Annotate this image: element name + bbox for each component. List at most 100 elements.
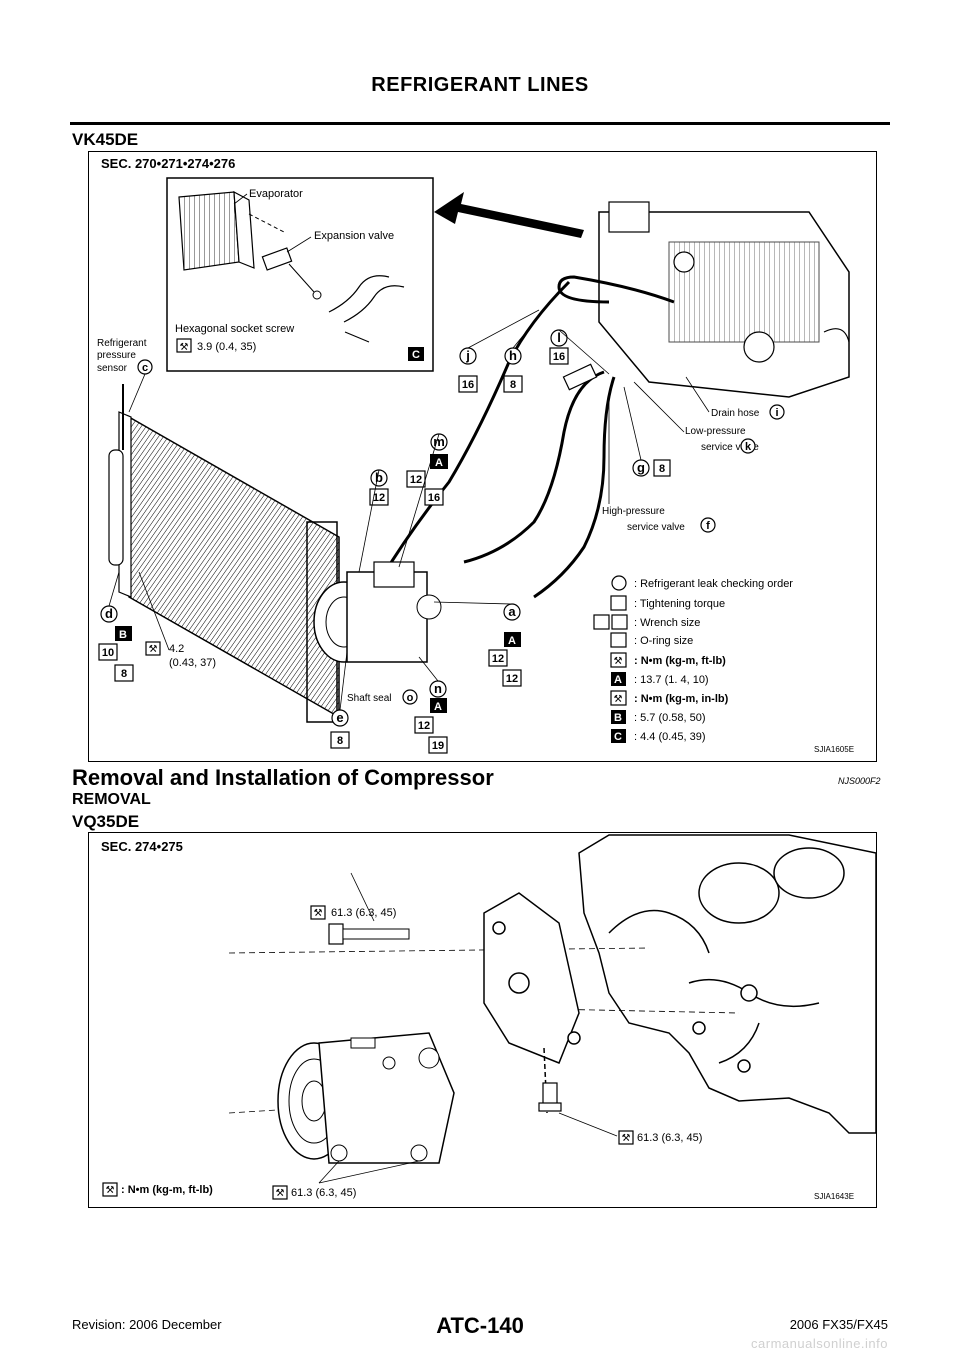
drain-hose-label: Drain hose — [711, 408, 760, 419]
direction-arrow — [434, 192, 584, 238]
box-8-g: 8 — [659, 463, 665, 475]
torque-42-icon: ⚒ — [149, 644, 158, 655]
inset-torque-value: 3.9 (0.4, 35) — [197, 341, 256, 353]
inset-evaporator-label: Evaporator — [249, 188, 303, 200]
inset-torque-letter: C — [412, 349, 420, 361]
torque-icon-right: ⚒ — [622, 1133, 631, 1144]
engine-label-vq35de: VQ35DE — [72, 812, 140, 831]
legend-item-4: : N•m (kg-m, ft-lb) — [634, 655, 726, 667]
figure-vq35de-compressor: SEC. 274•275 — [88, 832, 877, 1208]
callout-b: b — [375, 470, 383, 485]
sensor-label-line2: pressure — [97, 350, 136, 361]
condenser-drawing — [108, 384, 340, 723]
section-title: Removal and Installation of Compressor — [72, 765, 494, 790]
footer-watermark: carmanualsonline.info — [751, 1336, 888, 1351]
box-A-1: A — [435, 457, 443, 469]
low-pressure-label-1: Low-pressure — [685, 426, 746, 437]
callout-n: n — [434, 681, 442, 696]
low-pressure-label-2: service valve — [701, 442, 759, 453]
sensor-label-line1: Refrigerant — [97, 338, 147, 349]
sensor-callout-letter: c — [142, 362, 148, 374]
box-8-b: 8 — [121, 668, 127, 680]
box-16-c: 16 — [428, 492, 440, 504]
sec-number: SEC. 270•271•274•276 — [101, 156, 235, 171]
legend-item-3: : O-ring size — [634, 635, 693, 647]
box-12-c: 12 — [492, 653, 504, 665]
box-12-e: 12 — [418, 720, 430, 732]
callout-e: e — [336, 710, 343, 725]
callout-g: g — [637, 460, 645, 475]
torque-wrench-icon: ⚒ — [180, 342, 189, 353]
torque-icon-top: ⚒ — [314, 908, 323, 919]
box-12-a: 12 — [410, 474, 422, 486]
high-pressure-label-1: High-pressure — [602, 506, 665, 517]
subsection-removal: REMOVAL — [72, 791, 151, 808]
callout-d: d — [105, 606, 113, 621]
header-rule — [70, 122, 890, 125]
inset-expansion-valve-label: Expansion valve — [314, 230, 394, 242]
callout-j: j — [465, 348, 470, 363]
legend-torque-icon-1: ⚒ — [614, 656, 623, 667]
sec-number-2: SEC. 274•275 — [101, 839, 183, 854]
legend-item-6: : N•m (kg-m, in-lb) — [634, 693, 729, 705]
box-16-a: 16 — [462, 379, 474, 391]
unit-torque-icon: ⚒ — [106, 1185, 115, 1196]
shaft-seal-label: Shaft seal — [347, 693, 391, 704]
box-8-c: 8 — [337, 735, 343, 747]
torque-42-sub: (0.43, 37) — [169, 657, 216, 669]
legend-item-2: : Wrench size — [634, 617, 700, 629]
shaft-seal-letter: o — [407, 692, 414, 704]
callout-a: a — [508, 604, 516, 619]
box-12-b: 12 — [373, 492, 385, 504]
expansion-valve-drawing — [261, 247, 405, 343]
box-A-3: A — [434, 701, 442, 713]
torque-top-value: 61.3 (6.3, 45) — [331, 907, 396, 919]
legend-letter-C: C — [614, 731, 622, 743]
box-B: B — [119, 629, 127, 641]
callout-h: h — [509, 348, 517, 363]
callout-l: l — [557, 330, 561, 345]
inset-box — [166, 177, 434, 372]
engine-label-vk45de: VK45DE — [72, 130, 139, 149]
footer-revision: Revision: 2006 December — [72, 1317, 222, 1332]
box-19: 19 — [432, 740, 444, 752]
callout-m: m — [433, 434, 445, 449]
box-10: 10 — [102, 647, 114, 659]
legend-item-0: : Refrigerant leak checking order — [634, 578, 793, 590]
page-header-title: REFRIGERANT LINES — [371, 74, 589, 96]
legend-item-1: : Tightening torque — [634, 598, 725, 610]
legend-item-8: : 4.4 (0.45, 39) — [634, 731, 706, 743]
legend-item-5: : 13.7 (1. 4, 10) — [634, 674, 709, 686]
unit-legend: : N•m (kg-m, ft-lb) — [121, 1184, 213, 1196]
long-bolt-drawing — [328, 872, 410, 945]
box-A-2: A — [508, 635, 516, 647]
engine-block-drawing — [578, 834, 876, 1134]
drain-hose-letter: i — [775, 407, 778, 419]
legend-item-7: : 5.7 (0.58, 50) — [634, 712, 706, 724]
mounting-bracket-drawing — [483, 892, 581, 1114]
torque-42-value: 4.2 — [169, 643, 184, 655]
sensor-label-line3: sensor — [97, 363, 128, 374]
figure-vk45de-refrigerant-lines: SEC. 270•271•274•276 Evaporator Expansio… — [88, 151, 877, 762]
torque-right-value: 61.3 (6.3, 45) — [637, 1132, 702, 1144]
inset-hex-screw-label: Hexagonal socket screw — [175, 323, 294, 335]
figure-code-1: SJIA1605E — [814, 745, 854, 754]
high-pressure-letter: f — [706, 520, 710, 532]
legend-letter-B: B — [614, 712, 622, 724]
torque-bottom-value: 61.3 (6.3, 45) — [291, 1187, 356, 1199]
legend-letter-A: A — [614, 674, 622, 686]
evaporator-drawing — [178, 190, 285, 271]
box-12-d: 12 — [506, 673, 518, 685]
legend: : Refrigerant leak checking order : Tigh… — [593, 575, 793, 743]
box-8-a: 8 — [510, 379, 516, 391]
vq35de-diagram: SEC. 274•275 — [101, 834, 876, 1201]
section-ref-code: NJS000F2 — [838, 776, 881, 786]
vk45de-diagram: SEC. 270•271•274•276 Evaporator Expansio… — [97, 156, 854, 754]
footer-model: 2006 FX35/FX45 — [789, 1317, 888, 1332]
compressor-drawing-2 — [277, 1032, 455, 1164]
high-pressure-label-2: service valve — [627, 522, 685, 533]
figure-code-2: SJIA1643E — [814, 1192, 854, 1201]
legend-torque-icon-2: ⚒ — [614, 694, 623, 705]
low-pressure-letter: k — [745, 441, 752, 453]
hvac-unit-drawing — [598, 201, 850, 398]
